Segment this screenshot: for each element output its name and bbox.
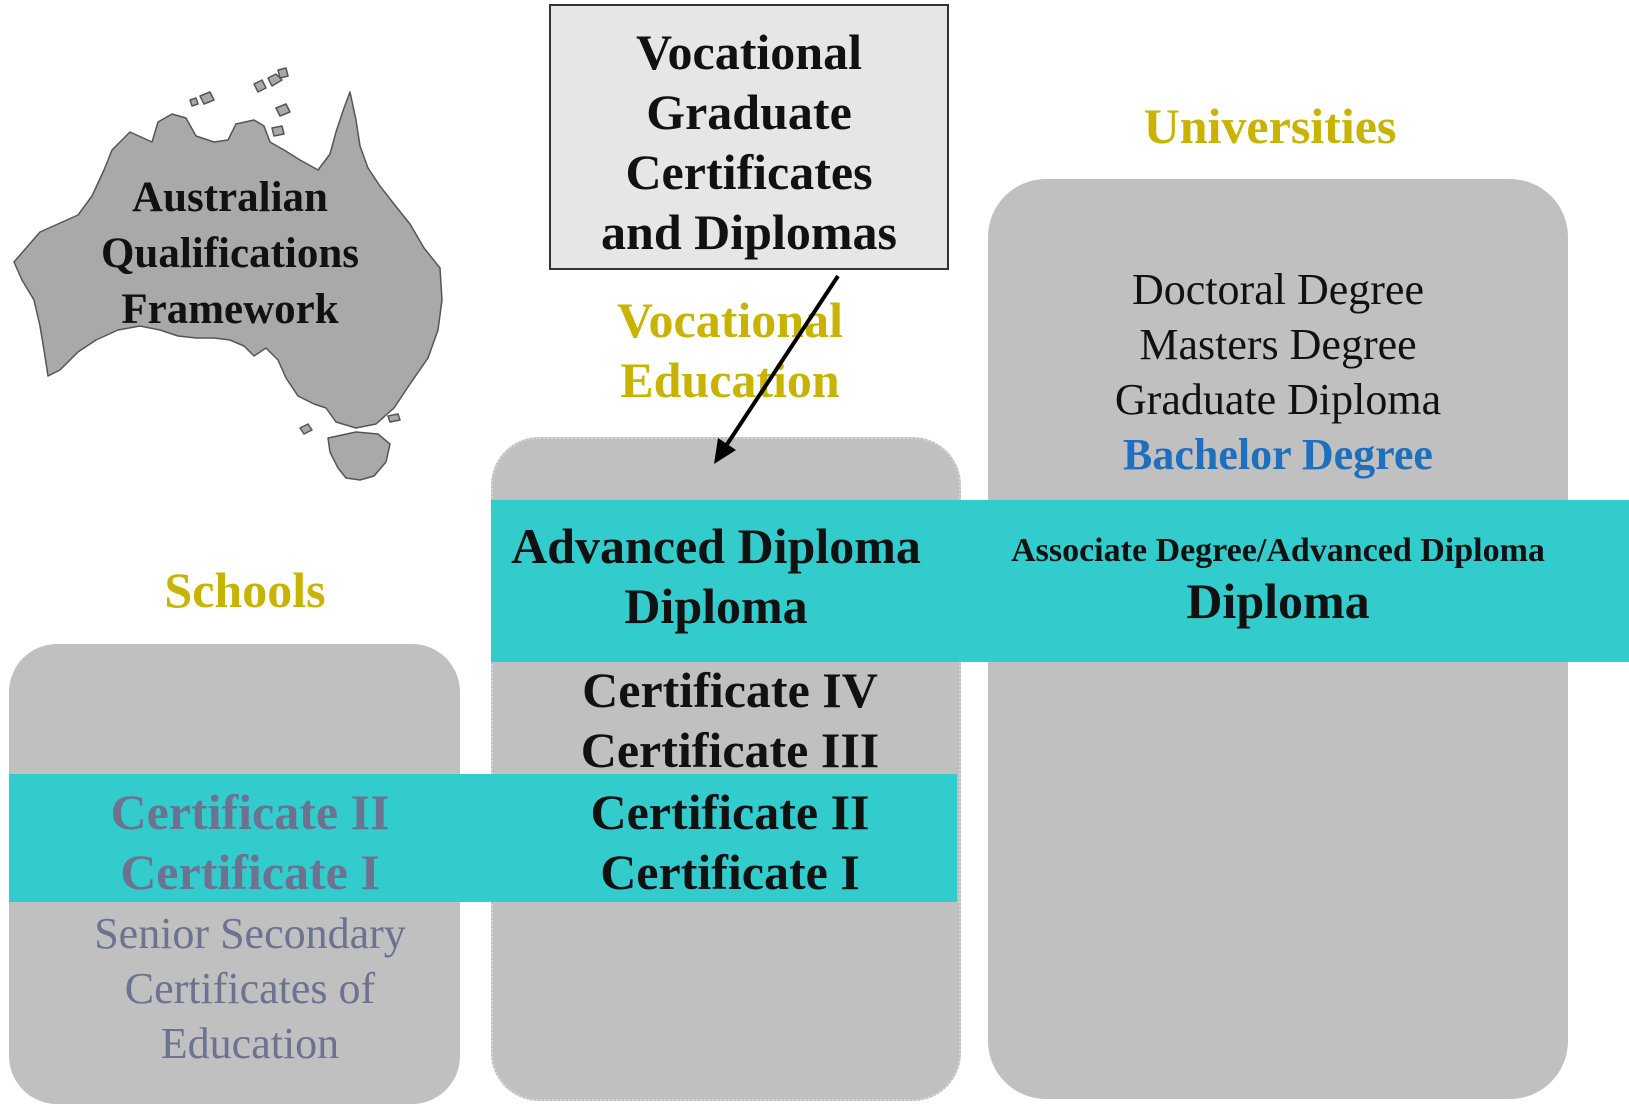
university-item: Graduate Diploma (1114, 375, 1442, 424)
vocational-certificate-ii-label: Certificate II (590, 784, 870, 840)
schools-heading: Schools (164, 562, 326, 618)
vgcd-line: Vocational (636, 24, 862, 80)
vocational-band-top: Advanced Diploma Diploma (491, 516, 941, 636)
senior-secondary-line: Senior Secondary (94, 909, 406, 958)
advanced-diploma-label: Advanced Diploma (511, 518, 921, 574)
vgcd-line: Certificates (625, 144, 873, 200)
senior-secondary-line: Certificates of (124, 964, 376, 1013)
vocational-diploma-label: Diploma (624, 578, 808, 634)
school-certificate-ii-label: Certificate II (110, 784, 390, 840)
vocational-graduate-box: Vocational Graduate Certificates and Dip… (549, 4, 949, 270)
universities-heading: Universities (1143, 98, 1397, 154)
university-item: Masters Degree (1139, 320, 1417, 369)
vocational-certificate-i-label: Certificate I (600, 844, 860, 900)
vgcd-line: and Diplomas (601, 204, 897, 260)
school-certificate-i-label: Certificate I (120, 844, 380, 900)
map-title-line: Qualifications (100, 230, 360, 277)
certificate-iii-label: Certificate III (580, 722, 880, 778)
associate-degree-label: Associate Degree/Advanced Diploma (1011, 532, 1545, 569)
certificate-band (9, 774, 957, 902)
map-title-line: Framework (121, 286, 339, 333)
senior-secondary-line: Education (160, 1019, 340, 1068)
schools-band-text: Certificate II Certificate I (20, 782, 480, 902)
vocational-middle: Certificate IV Certificate III (500, 660, 960, 780)
senior-secondary-text: Senior Secondary Certificates of Educati… (20, 906, 480, 1071)
vocational-heading-line: Education (620, 352, 840, 408)
diploma-band (491, 500, 1629, 662)
vocational-heading: Vocational Education (550, 290, 910, 410)
universities-list: Doctoral Degree Masters Degree Graduate … (1000, 262, 1556, 482)
australia-map-icon (13, 67, 443, 481)
map-title: Australian Qualifications Framework (40, 170, 420, 338)
vgcd-line: Graduate (646, 84, 852, 140)
bachelor-degree: Bachelor Degree (1123, 430, 1433, 479)
certificate-iv-label: Certificate IV (582, 662, 878, 718)
arrow-icon (714, 274, 840, 464)
university-diploma-label: Diploma (1186, 573, 1370, 629)
map-title-line: Australian (132, 174, 328, 221)
vocational-heading-line: Vocational (617, 292, 843, 348)
university-item: Doctoral Degree (1132, 265, 1424, 314)
university-band-text: Associate Degree/Advanced Diploma Diplom… (975, 530, 1581, 630)
vocational-band-bottom: Certificate II Certificate I (500, 782, 960, 902)
